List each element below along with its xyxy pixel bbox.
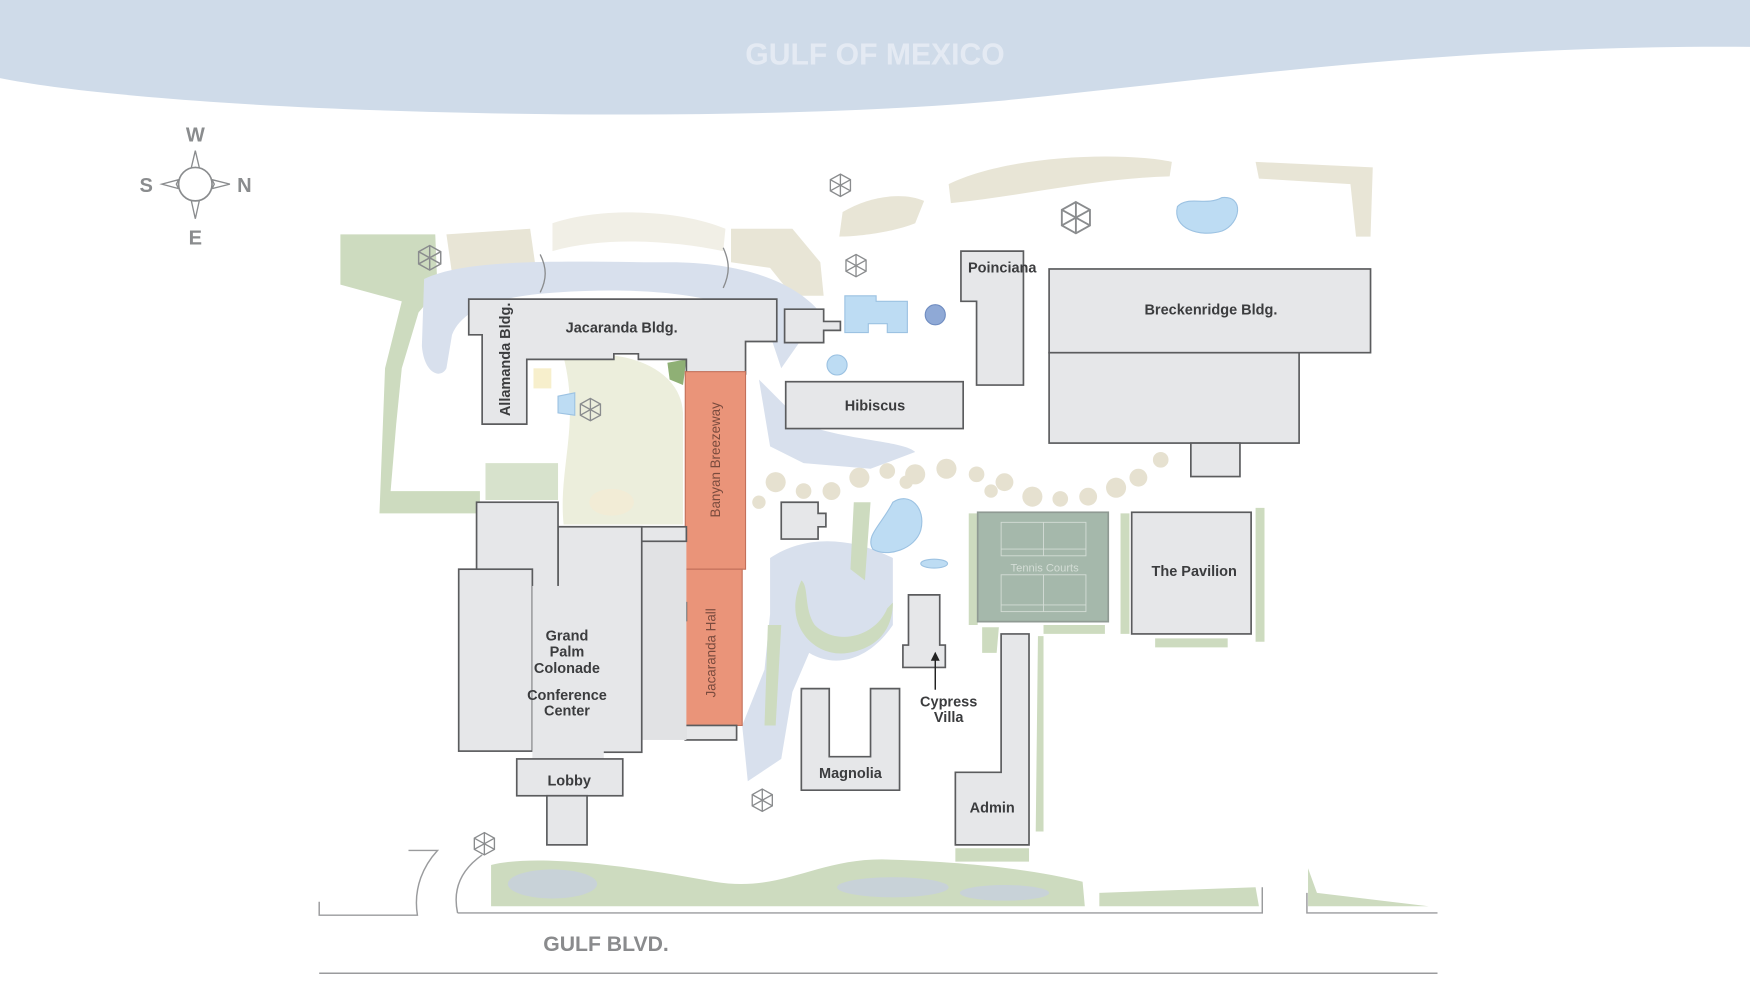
palm-umbrella-icons [417,173,1091,856]
umbrella-icon [473,831,496,856]
label-breckenridge: Breckenridge Bldg. [1144,303,1277,319]
building-small-annex [780,308,842,540]
umbrella-icon [845,253,867,278]
label-center: Center [544,703,590,719]
building-jacaranda-bldg[interactable]: Jacaranda Bldg. Allamanda Bldg. [467,298,778,425]
umbrella-icon [829,173,852,198]
label-conference: Conference [527,688,607,704]
road-label: GULF BLVD. [543,933,669,956]
label-poinciana: Poinciana [968,260,1037,276]
umbrella-icon [1060,200,1091,235]
building-grand-palm-conference-center[interactable]: Grand Palm Colonade Conference Center Lo… [457,501,688,846]
bridge-icon [539,247,729,293]
label-grand: Grand [546,629,589,645]
building-admin[interactable]: Admin [954,633,1030,846]
compass-e: E [189,227,202,249]
label-hibiscus: Hibiscus [845,399,905,415]
compass-icon: W S N E [140,125,252,250]
label-cypress: Cypress [920,694,977,710]
gulf-water [0,0,1750,115]
landscaping [340,156,1429,907]
building-hibiscus[interactable]: Hibiscus [784,380,965,430]
label-lobby: Lobby [547,774,591,790]
compass-w: W [186,125,205,147]
label-tennis-courts: Tennis Courts [1011,562,1080,574]
gulf-blvd-road [318,849,1438,974]
building-poinciana[interactable]: Poinciana [960,250,1037,386]
compass-s: S [140,175,153,197]
building-pavilion[interactable]: The Pavilion [1130,511,1252,635]
label-jacaranda-hall: Jacaranda Hall [703,608,718,697]
label-allamanda-bldg: Allamanda Bldg. [498,303,514,417]
umbrella-icon [417,244,442,271]
tennis-courts[interactable]: Tennis Courts [976,511,1110,623]
building-magnolia[interactable]: Magnolia [800,687,901,792]
label-banyan-breezeway: Banyan Breezeway [708,402,723,518]
label-palm: Palm [550,644,585,660]
building-cypress-villa[interactable]: Cypress Villa [902,594,977,726]
compass-n: N [237,175,252,197]
umbrella-icon [579,397,602,422]
label-colonade: Colonade [534,661,600,677]
building-breckenridge[interactable]: Breckenridge Bldg. [1048,268,1372,478]
building-jacaranda-hall[interactable]: Jacaranda Hall [677,568,743,741]
pools [557,196,1239,569]
label-villa: Villa [934,710,964,726]
umbrella-icon [751,788,773,813]
label-magnolia: Magnolia [819,766,883,782]
label-admin: Admin [970,801,1015,817]
label-jacaranda-bldg: Jacaranda Bldg. [566,321,678,337]
building-banyan-breezeway[interactable]: Banyan Breezeway [684,371,747,570]
label-pavilion: The Pavilion [1151,564,1236,580]
gulf-title: GULF OF MEXICO [745,39,1004,72]
